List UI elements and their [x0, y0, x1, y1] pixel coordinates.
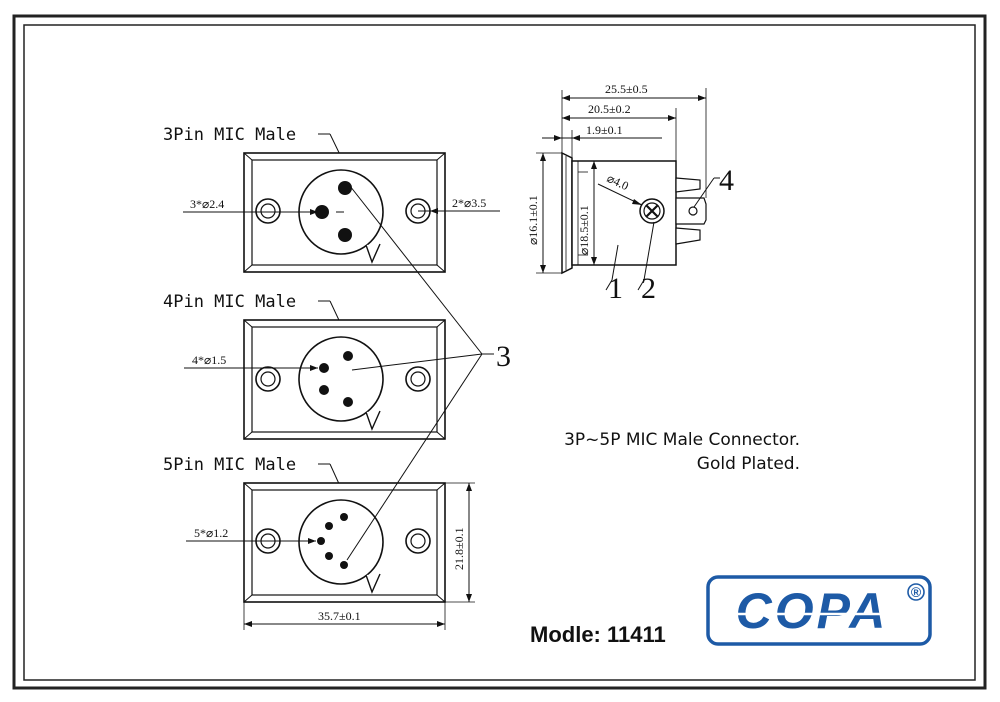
insert-face [298, 499, 384, 585]
pin [338, 181, 352, 195]
model-number: Modle: 11411 [530, 622, 666, 647]
view-3pin-title: 3Pin MIC Male [163, 125, 296, 145]
registered-mark: ® [911, 584, 922, 600]
description-line-1: 3P~5P MIC Male Connector. [564, 430, 800, 450]
pin [319, 363, 329, 373]
pin-dimension: 4*⌀1.5 [192, 353, 226, 367]
pin [343, 351, 353, 361]
pin [340, 513, 348, 521]
pin [338, 228, 352, 242]
pin [325, 522, 333, 530]
flange-thickness: 1.9±0.1 [586, 123, 623, 137]
pin [317, 537, 325, 545]
side-view: ⌀4.0 25.5±0.5 20.5±0.2 1.9±0.1 ⌀16.1±0.1… [526, 82, 734, 305]
pin-dimension: 5*⌀1.2 [194, 526, 228, 540]
logo-wordmark: COPA [736, 583, 889, 639]
pin [315, 205, 329, 219]
height-dimension: 21.8±0.1 [452, 527, 466, 570]
view-4pin: 4Pin MIC Male 4*⌀1.5 [163, 292, 446, 440]
pin [319, 385, 329, 395]
description-line-2: Gold Plated. [697, 454, 800, 474]
registered-mark-circle [907, 583, 925, 601]
latch-notch [365, 573, 381, 594]
terminal [675, 227, 701, 245]
insert-face [298, 336, 384, 422]
view-5pin-title: 5Pin MIC Male [163, 455, 296, 475]
latch-notch [365, 243, 381, 264]
side-flange [561, 151, 573, 275]
callout-number: 1 [608, 272, 623, 305]
latch-notch [365, 410, 381, 431]
overall-length: 25.5±0.5 [605, 82, 648, 96]
view-5pin: 5Pin MIC Male 5*⌀1.2 21.8±0.1 [163, 455, 475, 630]
callout-3: 3 [346, 185, 511, 561]
terminal [675, 197, 707, 225]
inner-border [23, 24, 976, 681]
brand-logo: COPA ® [706, 575, 932, 646]
flange-inner [251, 489, 438, 596]
width-dimension: 35.7±0.1 [318, 609, 361, 623]
callout-number: 3 [496, 340, 511, 373]
view-3pin: 3Pin MIC Male 3*⌀2.4 2*⌀3.5 [163, 125, 500, 273]
body-diameter: ⌀18.5±0.1 [577, 205, 591, 255]
pin [340, 561, 348, 569]
terminal [675, 177, 701, 193]
hole-dimension: 2*⌀3.5 [452, 196, 486, 210]
mount-hole-left [255, 198, 281, 224]
callout-number: 4 [719, 164, 734, 197]
outer-border [12, 14, 987, 690]
outer-diameter: ⌀16.1±0.1 [526, 195, 540, 245]
pin-dimension: 3*⌀2.4 [190, 197, 224, 211]
view-4pin-title: 4Pin MIC Male [163, 292, 296, 312]
pin [343, 397, 353, 407]
flange-inner [251, 326, 438, 433]
callout-number: 2 [641, 272, 656, 305]
pin [325, 552, 333, 560]
body-length: 20.5±0.2 [588, 102, 631, 116]
logo-frame [706, 575, 932, 646]
